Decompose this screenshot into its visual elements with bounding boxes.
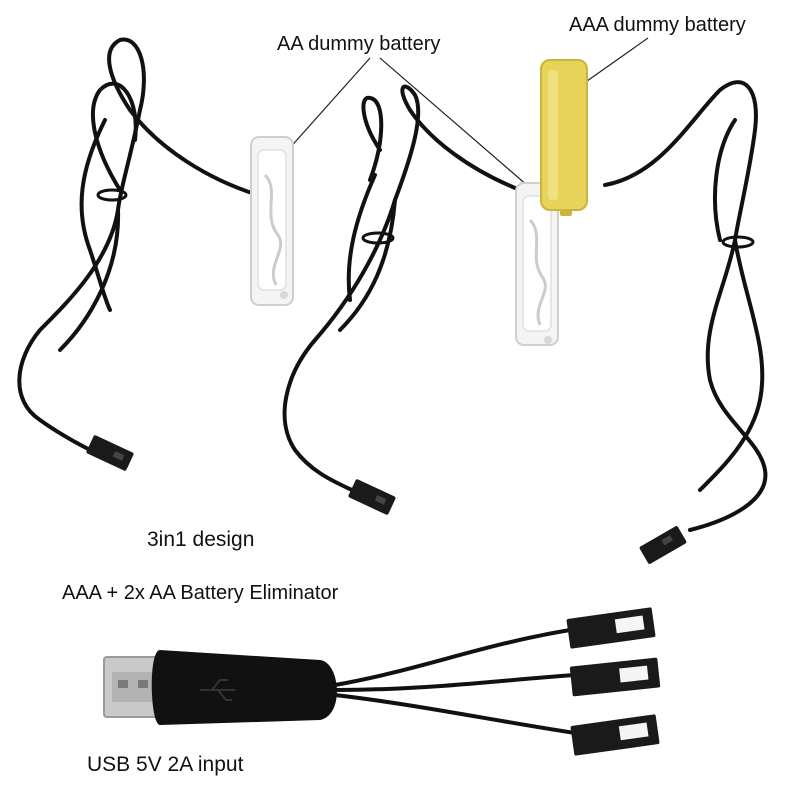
eliminator-caption: AAA + 2x AA Battery Eliminator (62, 582, 339, 604)
callout-lines (287, 37, 649, 187)
aaa-leader-line (579, 37, 649, 87)
usb-input-caption: USB 5V 2A input (87, 753, 244, 776)
middle-aa-connector (348, 479, 396, 515)
aa-leader-line-right (379, 57, 529, 187)
middle-aa-dummy-battery (515, 182, 559, 346)
aaa-dummy-battery (540, 59, 588, 216)
left-aa-dummy-battery (250, 136, 294, 306)
usb-splitter-cable (333, 628, 577, 735)
usb-plug (103, 650, 337, 725)
aa-dummy-battery-label: AA dummy battery (277, 33, 441, 55)
aaa-connector (639, 526, 687, 564)
aaa-dummy-battery-label: AAA dummy battery (569, 14, 746, 36)
aaa-cable (603, 80, 768, 532)
usb-trident-icon (200, 679, 235, 701)
splitter-connectors (566, 607, 661, 756)
left-aa-connector (86, 435, 134, 471)
middle-aa-cable (282, 84, 522, 492)
left-aa-cable (17, 37, 260, 457)
aa-leader-line-left (287, 57, 371, 151)
design-caption: 3in1 design (147, 528, 255, 551)
